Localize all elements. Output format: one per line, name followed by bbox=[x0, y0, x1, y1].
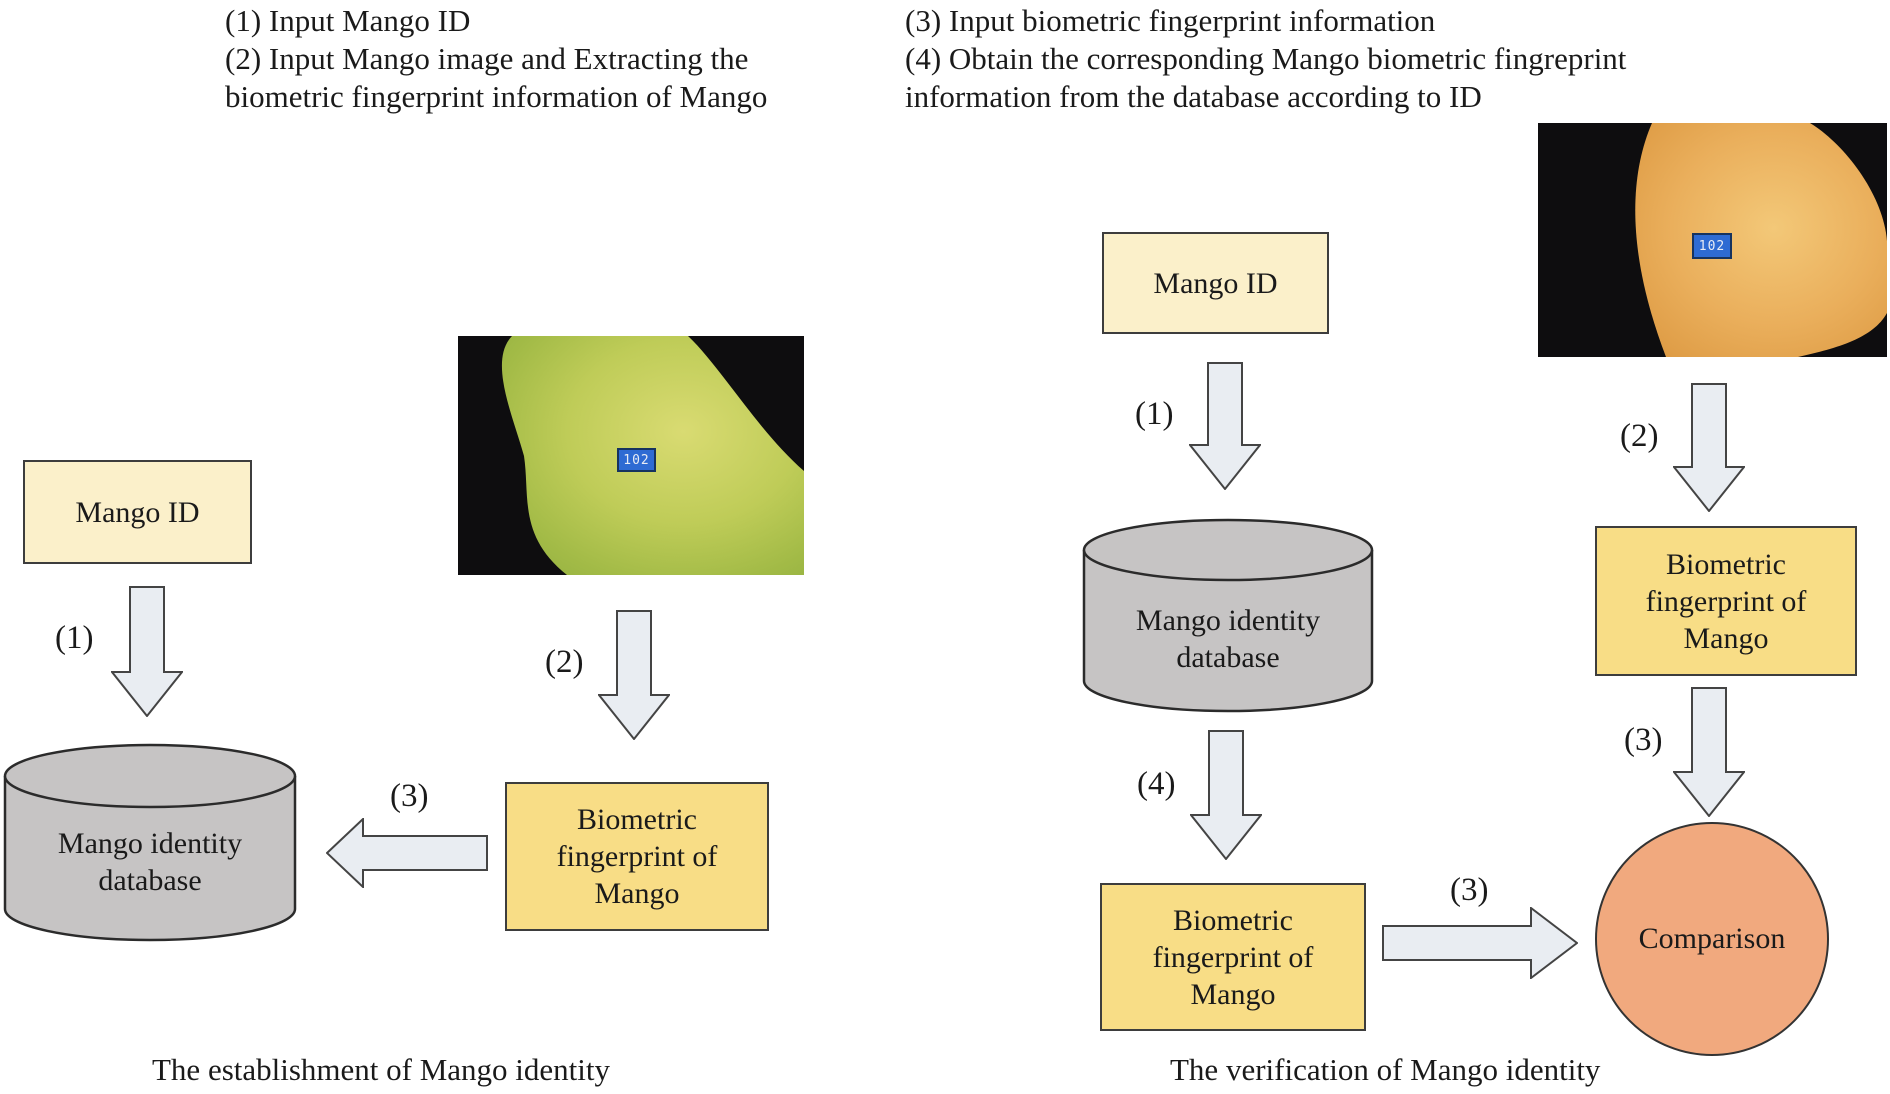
left-biometric-line-2: fingerprint of bbox=[556, 840, 718, 873]
database-cylinder-icon bbox=[1082, 518, 1374, 713]
right-biometric-bottom-line-2: fingerprint of bbox=[1152, 940, 1314, 974]
right-arrow-1-label: (1) bbox=[1135, 396, 1174, 432]
right-biometric-top-line-3: Mango bbox=[1683, 621, 1769, 655]
comparison-circle: Comparison bbox=[1595, 822, 1829, 1056]
left-biometric-box: Biometric fingerprint of Mango bbox=[505, 782, 769, 931]
left-mango-id-label: Mango ID bbox=[75, 495, 200, 529]
right-header-line-2: (4) Obtain the corresponding Mango biome… bbox=[905, 41, 1627, 76]
left-caption: The establishment of Mango identity bbox=[152, 1052, 611, 1087]
right-header-line-3: information from the database according … bbox=[905, 79, 1482, 114]
right-biometric-bottom-line-1: Biometric bbox=[1173, 903, 1293, 937]
right-biometric-bottom-line-3: Mango bbox=[1190, 977, 1276, 1011]
right-arrow-4-down-icon bbox=[1190, 730, 1262, 860]
right-arrow-3-right-icon bbox=[1382, 907, 1578, 979]
right-database-cylinder: Mango identity database bbox=[1082, 518, 1374, 714]
right-biometric-top-line-1: Biometric bbox=[1666, 547, 1786, 581]
right-arrow-3-down-label: (3) bbox=[1624, 722, 1663, 758]
right-photo-id-tag: 102 bbox=[1692, 233, 1732, 259]
left-arrow-3-left-icon bbox=[326, 818, 488, 888]
right-arrow-2-label: (2) bbox=[1620, 418, 1659, 454]
left-arrow-2-down-icon bbox=[598, 610, 670, 740]
left-database-line-2: database bbox=[98, 864, 202, 897]
left-biometric-line-1: Biometric bbox=[577, 803, 697, 836]
right-arrow-2-down-icon bbox=[1673, 383, 1745, 512]
left-arrow-2-label: (2) bbox=[545, 644, 584, 680]
right-caption: The verification of Mango identity bbox=[1170, 1052, 1601, 1087]
right-arrow-4-label: (4) bbox=[1137, 766, 1176, 802]
left-biometric-line-3: Mango bbox=[594, 877, 680, 910]
left-header-line-3: biometric fingerprint information of Man… bbox=[225, 79, 768, 114]
left-arrow-1-down-icon bbox=[111, 586, 183, 717]
right-mango-id-label: Mango ID bbox=[1153, 266, 1278, 300]
right-biometric-top-line-2: fingerprint of bbox=[1645, 584, 1807, 618]
green-mango-photo: 102 bbox=[458, 336, 804, 575]
right-database-line-2: database bbox=[1176, 641, 1280, 674]
right-arrow-3-horiz-label: (3) bbox=[1450, 872, 1489, 908]
right-arrow-3-down-icon bbox=[1673, 687, 1745, 817]
right-database-line-1: Mango identity bbox=[1135, 604, 1321, 637]
left-header: (1) Input Mango ID (2) Input Mango image… bbox=[225, 2, 767, 116]
left-arrow-1-label: (1) bbox=[55, 620, 94, 656]
right-header-line-1: (3) Input biometric fingerprint informat… bbox=[905, 3, 1436, 38]
right-header: (3) Input biometric fingerprint informat… bbox=[905, 2, 1626, 116]
right-arrow-1-down-icon bbox=[1189, 362, 1261, 490]
database-cylinder-icon bbox=[3, 743, 297, 942]
left-header-line-1: (1) Input Mango ID bbox=[225, 3, 471, 38]
right-mango-id-box: Mango ID bbox=[1102, 232, 1329, 334]
left-mango-id-box: Mango ID bbox=[23, 460, 252, 564]
left-photo-id-tag: 102 bbox=[617, 448, 656, 472]
left-database-line-1: Mango identity bbox=[57, 827, 243, 860]
left-database-cylinder: Mango identity database bbox=[3, 743, 297, 943]
left-arrow-3-label: (3) bbox=[390, 778, 429, 814]
ripe-mango-photo: 102 bbox=[1538, 123, 1887, 357]
right-biometric-box-bottom: Biometric fingerprint of Mango bbox=[1100, 883, 1366, 1031]
comparison-label: Comparison bbox=[1638, 922, 1786, 955]
right-biometric-box-top: Biometric fingerprint of Mango bbox=[1595, 526, 1857, 676]
left-header-line-2: (2) Input Mango image and Extracting the bbox=[225, 41, 749, 76]
ripe-mango-shape bbox=[1635, 123, 1887, 357]
